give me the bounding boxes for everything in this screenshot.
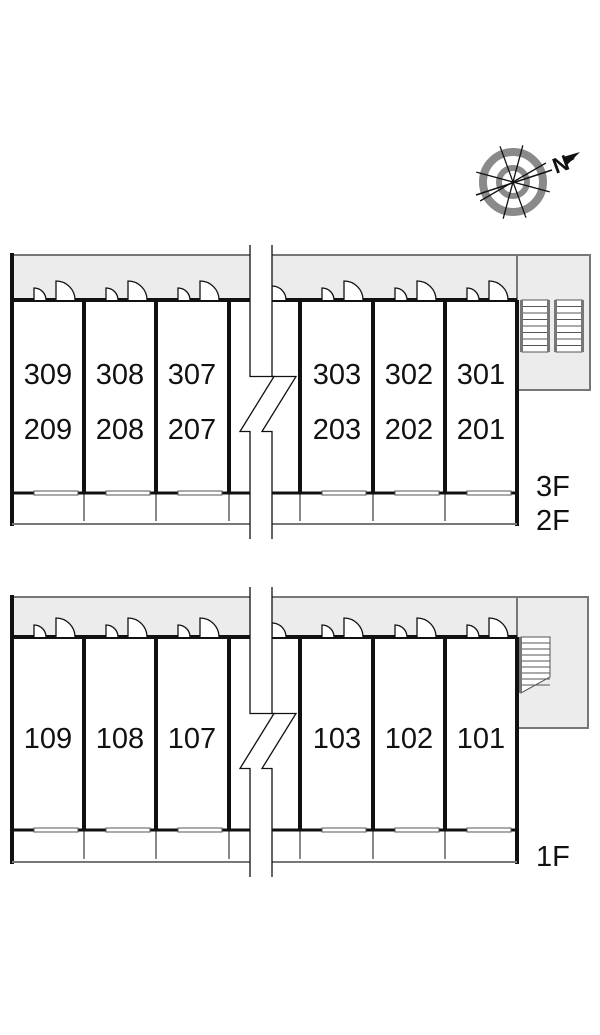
break-line bbox=[238, 587, 276, 877]
break-line bbox=[260, 587, 298, 877]
room-label: 108 bbox=[96, 723, 144, 755]
break-gap bbox=[240, 245, 296, 539]
compass-icon bbox=[475, 145, 580, 219]
door-icon bbox=[488, 280, 509, 301]
stair-rail bbox=[581, 300, 584, 352]
room-label: 307 bbox=[168, 359, 216, 391]
stair-rail bbox=[520, 300, 523, 352]
rooms-bg bbox=[272, 300, 517, 524]
upper-block-3f-2f bbox=[10, 245, 591, 539]
compass-axis bbox=[475, 169, 553, 196]
door-icon bbox=[127, 280, 148, 301]
door-icon bbox=[416, 617, 437, 638]
floor-label-2f: 2F bbox=[536, 505, 570, 537]
stair-rail bbox=[519, 637, 522, 693]
compass-north-label: N bbox=[549, 150, 572, 179]
room-label: 301 bbox=[457, 359, 505, 391]
door-icon bbox=[394, 287, 408, 301]
door-icon bbox=[466, 287, 480, 301]
break-line bbox=[238, 245, 276, 539]
door-icon bbox=[394, 624, 408, 638]
door-icon bbox=[488, 617, 509, 638]
rooms-bg bbox=[272, 637, 517, 862]
room-label: 303 bbox=[313, 359, 361, 391]
break-gap bbox=[240, 587, 296, 877]
rooms-bg bbox=[12, 300, 250, 524]
door-icon bbox=[177, 287, 191, 301]
door-icon bbox=[127, 617, 148, 638]
door-icon bbox=[343, 280, 364, 301]
door-icon bbox=[321, 287, 335, 301]
window-icon bbox=[105, 490, 151, 496]
room-label: 107 bbox=[168, 723, 216, 755]
room-label: 109 bbox=[24, 723, 72, 755]
window-icon bbox=[394, 490, 440, 496]
door-icon bbox=[55, 280, 76, 301]
compass-inner-ring bbox=[496, 165, 530, 199]
lower-block-1f bbox=[10, 587, 589, 877]
room-label: 309 bbox=[24, 359, 72, 391]
window-icon bbox=[321, 490, 367, 496]
room-label: 202 bbox=[385, 414, 433, 446]
window-icon bbox=[33, 490, 79, 496]
door-icon bbox=[105, 624, 119, 638]
window-icon bbox=[394, 827, 440, 833]
window-icon bbox=[177, 827, 223, 833]
floor-label-3f: 3F bbox=[536, 471, 570, 503]
stair-rail bbox=[547, 300, 550, 352]
floor-label-1f: 1F bbox=[536, 841, 570, 873]
rooms-bg bbox=[12, 637, 250, 862]
door-icon bbox=[177, 624, 191, 638]
stair-rail bbox=[554, 300, 557, 352]
door-icon bbox=[321, 624, 335, 638]
window-icon bbox=[321, 827, 367, 833]
window-icon bbox=[177, 490, 223, 496]
room-label: 101 bbox=[457, 723, 505, 755]
room-label: 207 bbox=[168, 414, 216, 446]
door-icon bbox=[33, 287, 47, 301]
room-label: 302 bbox=[385, 359, 433, 391]
door-icon bbox=[199, 280, 220, 301]
door-icon bbox=[105, 287, 119, 301]
door-icon bbox=[33, 624, 47, 638]
door-icon bbox=[55, 617, 76, 638]
compass-ring bbox=[479, 148, 547, 216]
room-label: 201 bbox=[457, 414, 505, 446]
room-label: 203 bbox=[313, 414, 361, 446]
room-label: 308 bbox=[96, 359, 144, 391]
door-icon bbox=[199, 617, 220, 638]
window-icon bbox=[33, 827, 79, 833]
door-icon bbox=[416, 280, 437, 301]
compass-line bbox=[479, 162, 547, 202]
window-icon bbox=[466, 490, 512, 496]
door-icon bbox=[466, 624, 480, 638]
room-label: 103 bbox=[313, 723, 361, 755]
break-line bbox=[260, 245, 298, 539]
compass-arrow-shaft bbox=[565, 157, 575, 164]
window-icon bbox=[466, 827, 512, 833]
room-label: 208 bbox=[96, 414, 144, 446]
room-label: 209 bbox=[24, 414, 72, 446]
door-icon bbox=[343, 617, 364, 638]
room-label: 102 bbox=[385, 723, 433, 755]
window-icon bbox=[105, 827, 151, 833]
